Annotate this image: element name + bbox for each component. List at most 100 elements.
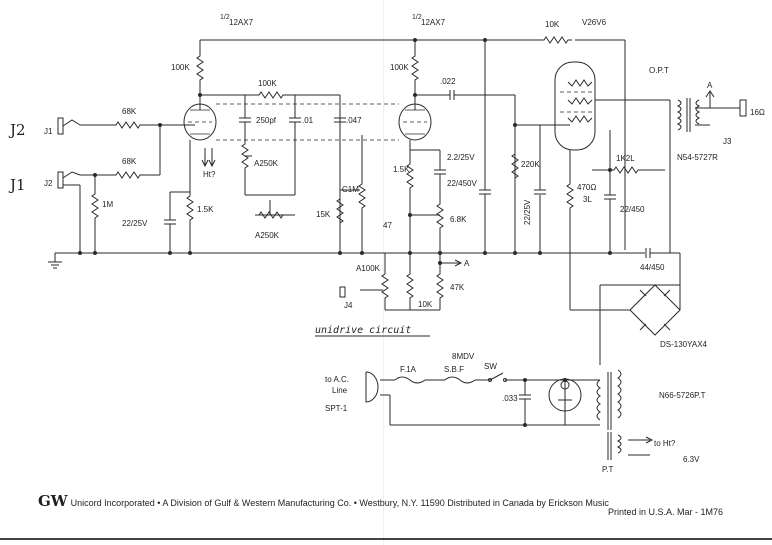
- resistor-6k8: [436, 199, 444, 233]
- handwritten-j1: J1: [8, 176, 26, 194]
- label-r-plate1: 100K: [171, 63, 190, 72]
- input-jacks: [57, 117, 507, 403]
- resistor-input-2: [111, 171, 145, 179]
- paper-fold-line: [383, 0, 384, 545]
- tube-output: [554, 61, 596, 151]
- label-pt: P.T: [602, 465, 614, 474]
- cap-44-450: [645, 247, 651, 259]
- label-r-470-w: 3L: [583, 195, 592, 204]
- label-c-2-2: 2.2/25V: [447, 153, 475, 162]
- label-model: 8MDV: [452, 352, 475, 361]
- label-pot-c1m: C1M: [342, 185, 359, 194]
- label-c-22-450-right: 22/450: [620, 205, 645, 214]
- tube-v1a-fraction: 1/2: [220, 14, 230, 21]
- component-labels: 1/2 12AX7 1/2 12AX7 V26V6 100K 100K 100K…: [8, 14, 765, 474]
- node-arrows: [454, 90, 715, 444]
- label-sbf: S.B.F: [444, 365, 464, 374]
- cap-22-25-right: [533, 189, 547, 195]
- label-r-47: 47: [383, 221, 392, 230]
- label-node-a-top: A: [707, 81, 713, 90]
- label-bridge: DS-130YAX4: [660, 340, 708, 349]
- cap-22-450-right: [603, 194, 617, 200]
- label-c-033: .033: [502, 394, 518, 403]
- label-c-01: .01: [302, 116, 314, 125]
- label-r-in2: 68K: [122, 157, 137, 166]
- resistor-plate-2: [411, 51, 419, 85]
- label-jack-j1: J1: [44, 127, 53, 136]
- label-c-047: .047: [346, 116, 362, 125]
- pot-a100k: [381, 269, 389, 303]
- handwritten-j2: J2: [8, 121, 26, 139]
- label-c-22-25-left: 22/25V: [122, 219, 148, 228]
- label-c-22-450: 22/450V: [447, 179, 477, 188]
- label-pt-part: N66-5726P.T: [659, 391, 706, 400]
- junction-dots: [78, 38, 612, 427]
- resistor-plate-1: [196, 51, 204, 85]
- jack-j4[interactable]: [339, 286, 346, 298]
- fuse-symbol: [394, 376, 426, 384]
- tube-rectifier: [548, 378, 582, 412]
- label-jack-j3: J3: [723, 137, 732, 146]
- resistor-1k2: [609, 166, 643, 174]
- power-switch[interactable]: [489, 372, 504, 381]
- label-ht: Ht?: [203, 170, 216, 179]
- label-r-15k: 15K: [316, 210, 331, 219]
- resistor-470: [566, 179, 574, 213]
- label-pot-a100k: A100K: [356, 264, 381, 273]
- cap-033: [518, 394, 532, 400]
- tubes: [183, 61, 596, 412]
- cap-22-450: [478, 189, 492, 195]
- label-r-screen: 10K: [545, 20, 560, 29]
- wiring: [48, 39, 740, 456]
- label-r-220k: 220K: [521, 160, 540, 169]
- label-r-in1: 68K: [122, 107, 137, 116]
- output-tube-label: V26V6: [582, 18, 607, 27]
- resistor-cathode-1: [186, 191, 194, 225]
- label-r-47k: 47K: [450, 283, 465, 292]
- label-r-cath1: 1.5K: [197, 205, 214, 214]
- resistor-screen: [539, 36, 573, 44]
- label-to-ht: to Ht?: [654, 439, 676, 448]
- label-c-022: .022: [440, 77, 456, 86]
- label-node-a-mid: A: [464, 259, 470, 268]
- label-plug: SPT-1: [325, 404, 348, 413]
- speaker-symbol: [739, 99, 747, 117]
- sbf-fuse-symbol: [444, 376, 476, 384]
- power-transformer: [596, 369, 622, 460]
- jack-j2[interactable]: [57, 171, 64, 189]
- tube-v1a-label: 12AX7: [229, 18, 254, 27]
- cap-01: [288, 117, 302, 123]
- transformers: [596, 98, 747, 460]
- tube-v1b-label: 12AX7: [421, 18, 446, 27]
- cap-2-2: [433, 169, 447, 175]
- tube-v1b-fraction: 1/2: [412, 14, 422, 21]
- bridge-rectifier: [629, 284, 681, 336]
- label-heater: 6.3V: [683, 455, 700, 464]
- label-r-feedback: 100K: [258, 79, 277, 88]
- label-jack-j2: J2: [44, 179, 53, 188]
- label-opt-part: N54-5727R: [677, 153, 718, 162]
- label-c-44-450: 44/450: [640, 263, 665, 272]
- label-pot-a250k-1: A250K: [254, 159, 279, 168]
- label-pot-a250k-2: A250K: [255, 231, 280, 240]
- label-r-plate2: 100K: [390, 63, 409, 72]
- label-speaker: 16Ω: [750, 108, 765, 117]
- tube-v1b: [398, 103, 432, 141]
- label-r-cath2: 1.5K: [393, 165, 410, 174]
- jack-j1[interactable]: [57, 117, 64, 135]
- tube-v1a: [183, 103, 217, 141]
- gw-logo: GW: [38, 492, 68, 510]
- output-transformer: [676, 98, 747, 132]
- ac-plug: [365, 371, 379, 403]
- page-bottom-edge: [0, 538, 772, 540]
- label-jack-j4: J4: [344, 301, 353, 310]
- label-fuse: F.1A: [400, 365, 417, 374]
- label-opt: O.P.T: [649, 66, 669, 75]
- label-r-grid: 1M: [102, 200, 113, 209]
- resistor-feedback: [254, 91, 288, 99]
- cap-22-25-left: [163, 219, 177, 225]
- resistor-input-1: [111, 121, 145, 129]
- label-c-22-25-right: 22/25V: [523, 199, 532, 225]
